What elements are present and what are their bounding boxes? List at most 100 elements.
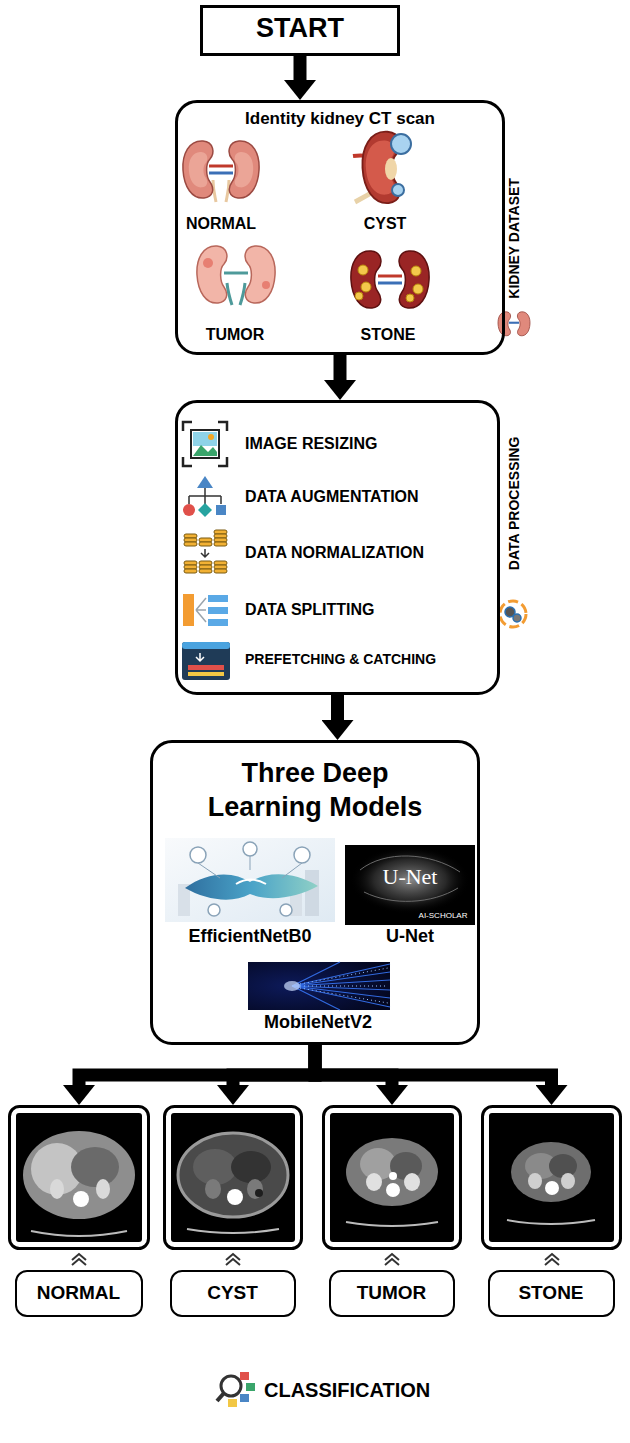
resize-icon xyxy=(208,434,214,440)
class-output: STONE xyxy=(481,1105,622,1320)
kidney-icon xyxy=(517,312,530,336)
resize-icon xyxy=(183,422,227,466)
classification-icon xyxy=(240,1372,249,1380)
splitting-icon xyxy=(183,594,228,626)
normalization-icon xyxy=(214,565,227,569)
ct-scan-frame xyxy=(507,1220,595,1224)
class-caption: NORMAL xyxy=(178,214,264,233)
normalization-icon xyxy=(199,538,212,542)
tumor-kidney-art xyxy=(197,246,227,303)
cyst-kidney-art xyxy=(385,158,397,180)
classification-icon xyxy=(228,1399,237,1407)
class-label: NORMAL xyxy=(17,1272,140,1314)
stone-kidney-art xyxy=(378,282,402,285)
mobilenet-picture xyxy=(248,962,390,1010)
ct-scan-frame xyxy=(73,1191,89,1207)
class-label: TUMOR xyxy=(331,1272,452,1314)
ct-scan-frame xyxy=(171,1113,295,1242)
cyst-kidney-art xyxy=(392,184,404,196)
class-output: NORMAL xyxy=(8,1105,150,1320)
ct-scan-frame xyxy=(23,1131,135,1236)
ct-scan-frame xyxy=(16,1113,142,1242)
ct-scan-frame xyxy=(247,1179,263,1199)
flow-arrow xyxy=(315,1045,552,1085)
splitting-icon xyxy=(208,595,228,602)
label-box: CYST xyxy=(170,1270,296,1317)
classification-icon xyxy=(217,1393,224,1401)
mobilenet-picture xyxy=(248,962,390,1010)
chevron-mark xyxy=(545,1254,559,1265)
mobilenet-picture xyxy=(284,981,300,991)
ct-scan-frame xyxy=(511,1142,591,1202)
ct-scan-frame xyxy=(178,1133,288,1217)
processing-icon xyxy=(500,601,526,627)
normalization-icon xyxy=(199,565,212,569)
prefetch-icon xyxy=(188,672,224,676)
mobilenet-picture xyxy=(300,968,388,1003)
mobilenet-picture xyxy=(292,980,390,986)
efficientnet-picture xyxy=(165,838,335,922)
efficientnet-picture xyxy=(280,904,292,916)
efficientnet-picture xyxy=(185,874,318,899)
normalization-icon xyxy=(214,561,227,565)
flow-arrow xyxy=(334,355,347,380)
augmentation-icon xyxy=(198,503,212,517)
chevron-mark xyxy=(226,1254,240,1265)
classification-icon xyxy=(240,1394,249,1402)
augmentation-icon xyxy=(197,476,213,488)
resize-icon xyxy=(193,445,217,456)
normal-kidney-art xyxy=(235,152,254,187)
tumor-kidney-art xyxy=(224,272,248,275)
model-name: MobileNetV2 xyxy=(233,1012,403,1034)
section-label: CLASSIFICATION xyxy=(264,1378,494,1402)
prefetch-icon xyxy=(182,642,230,649)
step-label: DATA SPLITTING xyxy=(245,600,495,619)
normal-kidney-art xyxy=(226,180,229,202)
step-label: DATA NORMALIZATION xyxy=(245,543,495,562)
ct-scan-frame xyxy=(50,1179,64,1199)
normalization-icon xyxy=(184,561,197,565)
label-box: STONE xyxy=(488,1270,615,1317)
label-box: NORMAL xyxy=(15,1270,143,1317)
normal-kidney-art xyxy=(183,141,213,198)
stone-kidney-art xyxy=(351,251,429,308)
step-label: DATA AUGMENTATION xyxy=(245,487,495,506)
efficientnet-picture xyxy=(294,847,310,863)
normalization-icon xyxy=(199,569,212,573)
start-terminal: START xyxy=(200,5,400,56)
label-box: TUMOR xyxy=(329,1270,455,1317)
splitting-icon xyxy=(196,598,206,622)
normalization-icon xyxy=(184,534,197,538)
resize-icon xyxy=(191,430,219,458)
normalization-icon xyxy=(214,538,227,542)
resize-icon xyxy=(183,422,227,466)
dataset-box: Identity kidney CT scanNORMALCYSTTUMORST… xyxy=(175,100,505,355)
normalization-icon xyxy=(184,530,227,573)
normalization-icon xyxy=(214,569,227,573)
normalization-icon xyxy=(214,542,227,546)
stone-kidney-art xyxy=(358,265,368,275)
efficientnet-picture xyxy=(208,904,220,916)
ct-scan-frame xyxy=(489,1113,614,1242)
normal-kidney-art xyxy=(189,152,208,187)
efficientnet-picture xyxy=(198,856,302,878)
ct-scan-frame xyxy=(528,1173,542,1189)
flow-arrow xyxy=(79,1045,315,1085)
ct-scan-frame xyxy=(366,1173,382,1191)
chevron-mark xyxy=(72,1254,559,1265)
normalization-icon xyxy=(184,538,197,542)
class-caption: TUMOR xyxy=(192,325,278,344)
picture-text: U-Net xyxy=(360,864,460,890)
ct-scan-frame xyxy=(10,1107,149,1249)
tumor-kidney-art xyxy=(245,246,275,303)
stone-kidney-art xyxy=(399,251,429,308)
side-title: DATA PROCESSING xyxy=(506,423,523,583)
normalization-icon xyxy=(214,534,227,538)
class-caption: CYST xyxy=(345,214,425,233)
flow-arrow xyxy=(331,695,344,720)
class-output: TUMOR xyxy=(322,1105,462,1320)
ct-scan-frame xyxy=(346,1222,438,1226)
